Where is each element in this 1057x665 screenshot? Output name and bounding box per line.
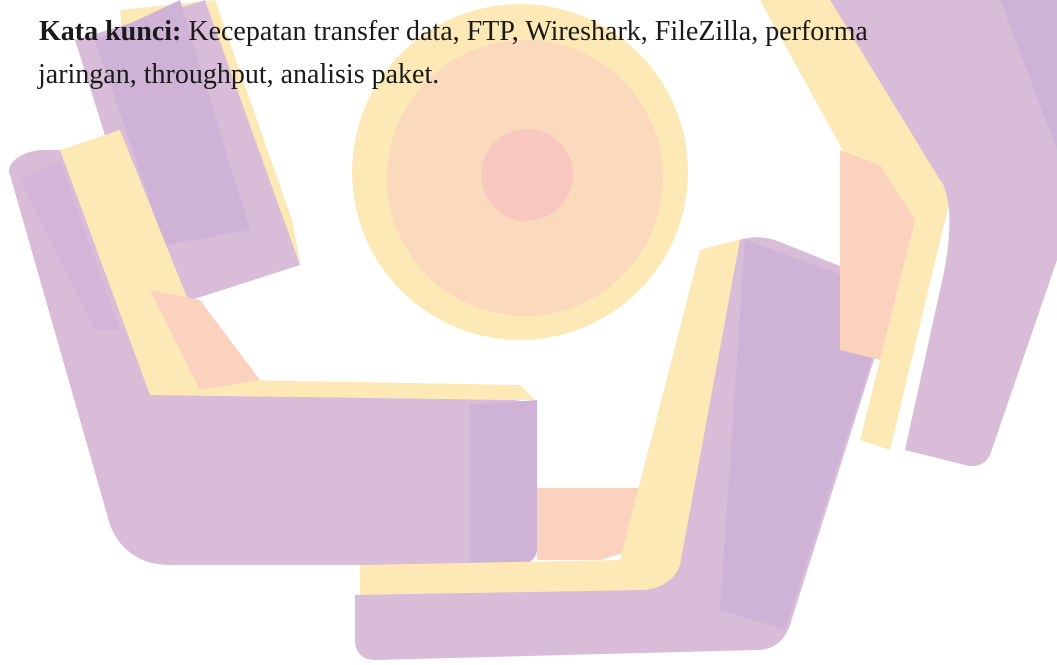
keywords-text-line2: jaringan, throughput, analisis paket.: [38, 59, 440, 90]
logo-segment-top-left: [75, 0, 300, 310]
logo-segment-left: [9, 130, 537, 565]
keywords-paragraph: Kata kunci: Kecepatan transfer data, FTP…: [38, 10, 1029, 96]
keywords-label: Kata kunci:: [39, 16, 182, 47]
logo-center-circle: [352, 4, 688, 340]
keywords-text-line1: Kecepatan transfer data, FTP, Wireshark,…: [188, 16, 868, 47]
logo-segment-right: [760, 0, 1057, 467]
logo-segment-bottom-strip: [537, 488, 650, 560]
